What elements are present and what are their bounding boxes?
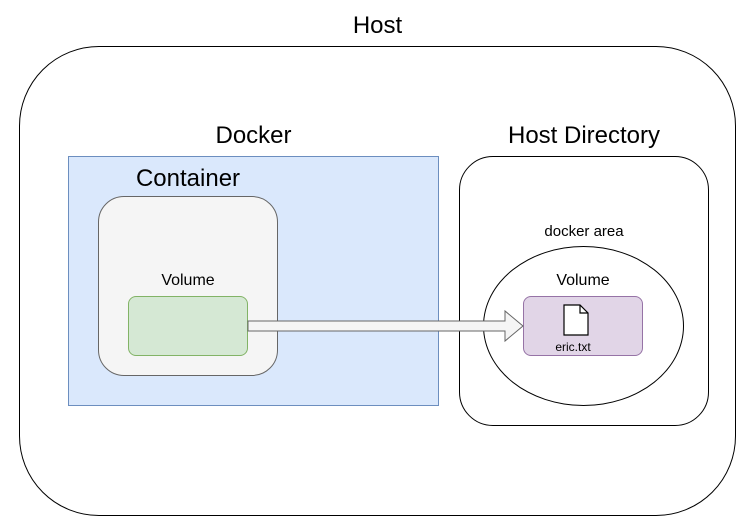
container-volume-label: Volume [161,272,215,289]
file-name-label: eric.txt [555,340,591,354]
container-title: Container [135,165,241,192]
host-title: Host [352,12,403,39]
docker-title: Docker [215,122,292,149]
container-volume [128,296,248,356]
docker-area-label: docker area [544,223,624,240]
file-icon [563,304,589,336]
host-directory-title: Host Directory [507,122,661,149]
host-volume-label: Volume [556,272,610,289]
